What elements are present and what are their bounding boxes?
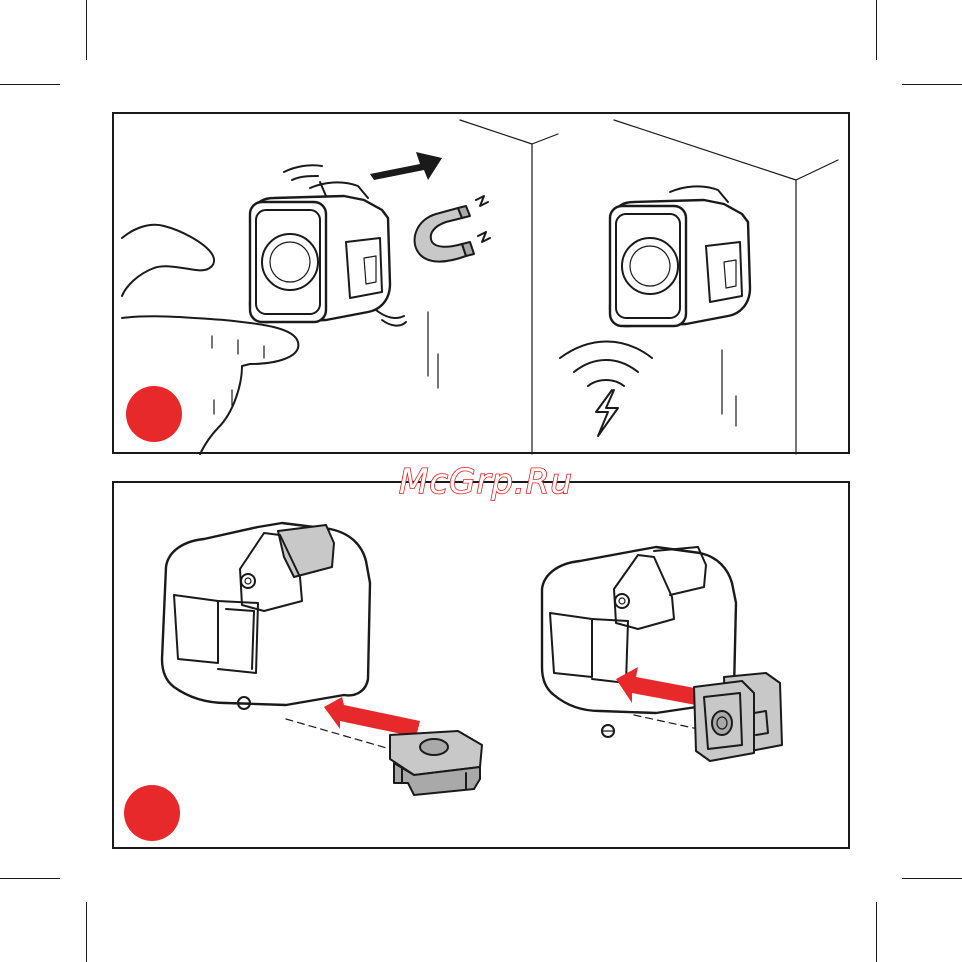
step-2-marker (124, 785, 180, 841)
step-1-panel (112, 112, 850, 454)
insert-arrow-icon (324, 697, 420, 737)
crop-mark (902, 84, 962, 85)
crop-mark (902, 878, 962, 879)
crop-mark (876, 0, 877, 60)
crop-mark (86, 902, 87, 962)
step-1-illustration (114, 114, 852, 456)
square-mount-adapter (390, 731, 482, 795)
crop-mark (0, 84, 60, 85)
step-1-marker (126, 386, 182, 442)
camera-device (250, 165, 406, 325)
double-mount-adapter (694, 673, 782, 761)
step-2-illustration (114, 483, 852, 851)
guide-line (634, 715, 698, 729)
crop-mark (876, 902, 877, 962)
wireless-charging-icon (560, 342, 652, 437)
magnet-icon (415, 196, 490, 262)
crop-mark (0, 878, 60, 879)
watermark-text: McGrp.Ru (386, 462, 586, 502)
camera-device (610, 186, 750, 326)
step-2-panel (112, 481, 850, 849)
camera-device (162, 523, 370, 709)
push-arrow-icon (370, 152, 442, 180)
crop-mark (86, 0, 87, 60)
